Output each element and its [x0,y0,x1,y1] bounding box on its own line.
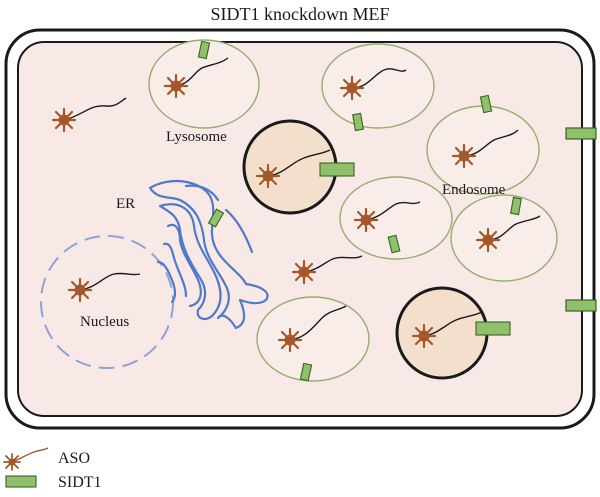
endosome-label: Endosome [442,182,506,198]
endosome [148,39,260,129]
lysosome [395,286,489,380]
endosome [321,43,435,129]
aso [411,311,483,349]
aso [291,255,363,285]
sidt1 [197,40,211,60]
sidt1 [352,112,364,132]
membrane-sidt1 [565,299,597,312]
sidt1 [479,94,493,114]
sidt1 [207,208,225,228]
aso [51,97,127,133]
aso [353,201,421,233]
endosome [450,194,558,282]
lysosome-label: Lysosome [166,129,227,145]
er-label: ER [116,196,135,212]
aso [255,149,331,189]
endosome [339,176,453,260]
sidt1 [475,321,511,336]
aso [277,305,347,353]
legend-sidt1-label: SIDT1 [58,474,102,491]
membrane-sidt1 [565,127,597,140]
aso [475,215,541,253]
endosome [426,105,540,195]
diagram-title: SIDT1 knockdown MEF [211,4,390,24]
legend-sidt1-icon [5,475,37,488]
aso [67,272,141,303]
sidt1 [510,196,522,216]
legend-aso-label: ASO [58,450,90,467]
aso [163,57,229,99]
nucleus-label: Nucleus [80,314,129,330]
sidt1 [299,362,313,382]
sidt1 [387,234,401,254]
legend-aso-icon [3,447,49,471]
legend: ASO SIDT1 [3,447,102,491]
sidt1-proteins [197,40,522,382]
endoplasmic-reticulum [148,180,269,330]
sidt1 [319,162,355,177]
aso [451,129,519,169]
endosome [256,296,370,382]
aso-molecules [51,57,541,353]
aso [339,68,407,101]
